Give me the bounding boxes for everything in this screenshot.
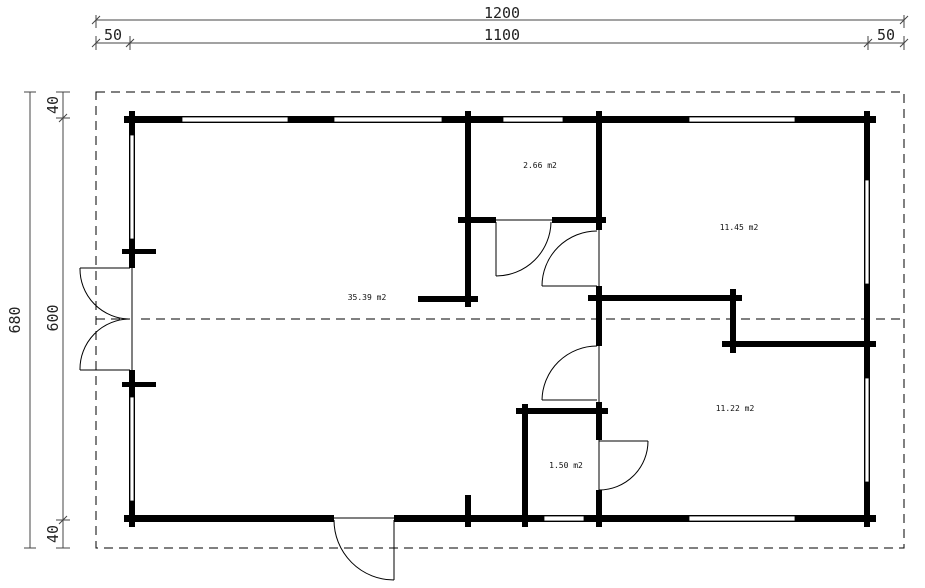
dim-bottom-margin: 40: [44, 525, 62, 543]
windows: [129, 116, 870, 522]
dim-right-margin: 50: [877, 26, 895, 44]
top-dimensions: 1200 1100 50 50: [91, 4, 909, 50]
outer-boundary-dashed: [95, 91, 905, 549]
dim-inner-depth: 600: [44, 304, 62, 331]
dim-inner-width: 1100: [484, 26, 520, 44]
doors: [79, 216, 649, 581]
dim-left-margin: 50: [104, 26, 122, 44]
room-area-label: 35.39 m2: [348, 293, 387, 302]
dim-total-depth: 680: [6, 306, 24, 333]
room-area-label: 1.50 m2: [549, 461, 583, 470]
left-dimensions: 680 600 40 40: [6, 91, 70, 549]
room-area-label: 11.22 m2: [716, 404, 755, 413]
room-labels: 35.39 m2 2.66 m2 11.45 m2 11.22 m2 1.50 …: [348, 161, 759, 470]
room-area-label: 11.45 m2: [720, 223, 759, 232]
room-area-label: 2.66 m2: [523, 161, 557, 170]
dim-total-width: 1200: [484, 4, 520, 22]
dim-top-margin: 40: [44, 96, 62, 114]
